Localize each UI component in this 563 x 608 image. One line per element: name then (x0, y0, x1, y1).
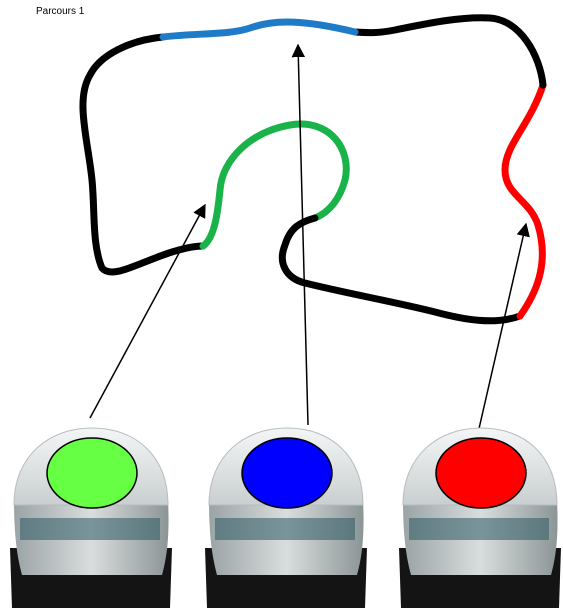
track-segment-black-left (79, 33, 207, 276)
arrow-green (89, 203, 206, 419)
track-segment-blue (159, 18, 359, 41)
arrow-red (477, 222, 530, 434)
robot-button (435, 437, 527, 509)
track-segment-black-top-right (351, 14, 547, 89)
robot-red (399, 427, 561, 608)
arrow-blue (291, 43, 309, 426)
diagram-title: Parcours 1 (36, 6, 85, 17)
robot-sensor-band (409, 518, 549, 540)
robot-sensor-band (20, 518, 160, 540)
robot-button (241, 437, 333, 509)
robot-blue (205, 427, 367, 608)
track-segment-green (199, 120, 350, 250)
track-segment-black-bottom (278, 214, 524, 325)
track-segment-red (501, 81, 547, 320)
robot-sensor-band (215, 518, 355, 540)
robot-button (46, 437, 138, 509)
robot-green (10, 427, 172, 608)
